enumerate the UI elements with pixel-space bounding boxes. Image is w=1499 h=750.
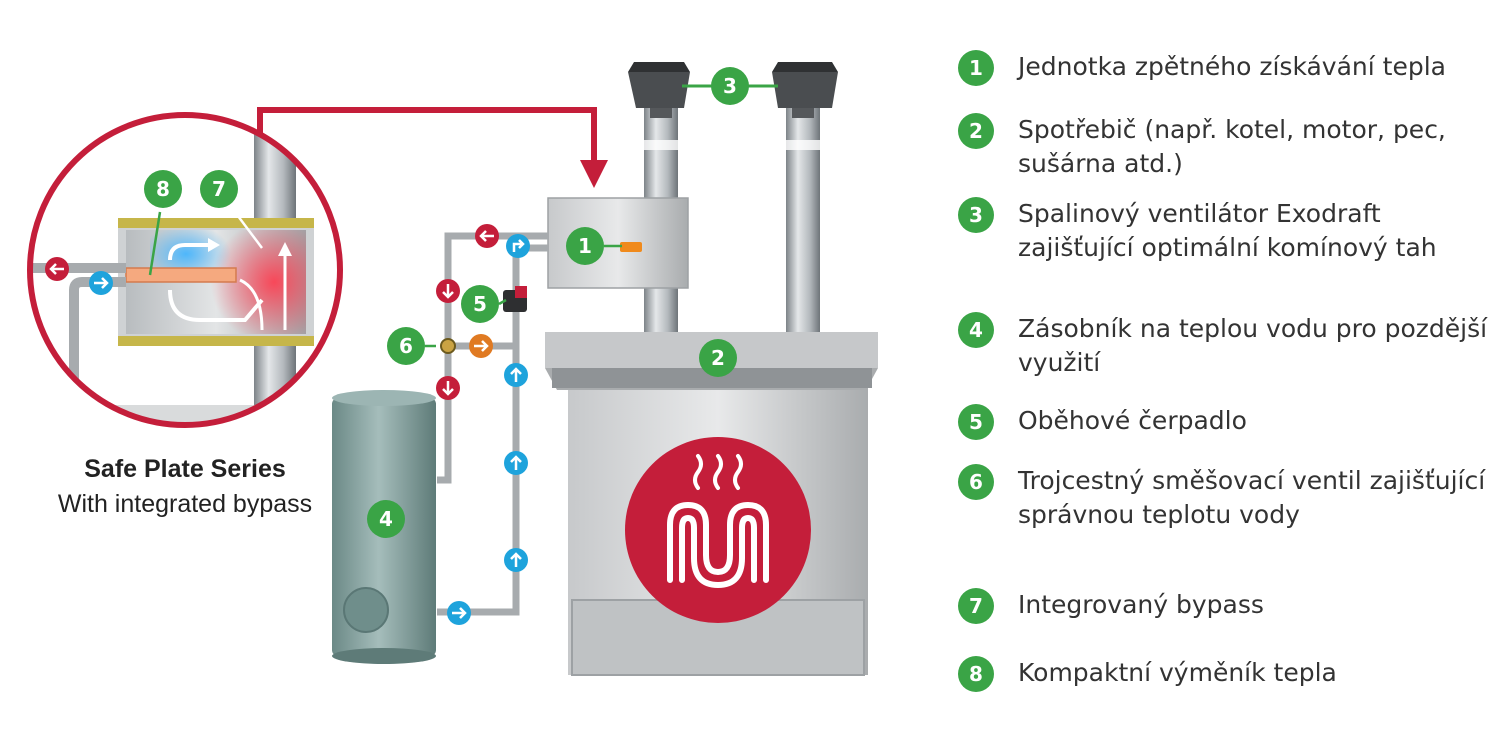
marker-4: 4: [367, 500, 405, 538]
flue-gas-arrowhead: [580, 160, 608, 188]
red-arrow-icon: [436, 279, 460, 303]
blue-arrow-icon: [504, 548, 528, 572]
marker-7: 7: [200, 170, 238, 208]
blue-arrow-icon: [447, 601, 471, 625]
blue-arrow-icon: [89, 271, 113, 295]
legend-text: Spotřebič (např. kotel, motor, pec, sušá…: [1018, 115, 1446, 178]
orange-arrow-icon: [469, 334, 493, 358]
legend-text: Kompaktní výměník tepla: [1018, 658, 1337, 687]
legend-item-2: 2 Spotřebič (např. kotel, motor, pec, su…: [958, 113, 1498, 181]
legend-item-8: 8 Kompaktní výměník tepla: [958, 656, 1498, 692]
marker-3: 3: [711, 67, 749, 105]
legend-text: Zásobník na teplou vodu pro pozdější vyu…: [1018, 314, 1488, 377]
legend-item-4: 4 Zásobník na teplou vodu pro pozdější v…: [958, 312, 1498, 380]
flue-gas-flow-arrow: [257, 107, 597, 170]
blue-arrow-icon: [504, 451, 528, 475]
legend-item-1: 1 Jednotka zpětného získávání tepla: [958, 50, 1498, 86]
legend-badge: 7: [958, 588, 994, 624]
system-diagram: 1 2 3 4 5 6 7 8: [27, 62, 878, 676]
svg-text:4: 4: [379, 507, 393, 531]
legend-text: Spalinový ventilátor Exodraft zajišťujíc…: [1018, 199, 1437, 262]
legend-badge: 2: [958, 113, 994, 149]
legend-text: Trojcestný směšovací ventil zajišťující …: [1018, 466, 1486, 529]
svg-text:1: 1: [578, 234, 592, 258]
legend-badge: 1: [958, 50, 994, 86]
legend-item-3: 3 Spalinový ventilátor Exodraft zajišťuj…: [958, 197, 1498, 265]
heating-coil-icon: [625, 437, 811, 623]
pump-cap: [515, 286, 527, 298]
marker-5: 5: [461, 285, 499, 323]
marker-8: 8: [144, 170, 182, 208]
flow-arrows: [45, 224, 530, 625]
marker-1: 1: [566, 227, 604, 265]
inset-ring: [27, 112, 343, 428]
heating-coil-glyph: [667, 454, 769, 589]
legend-item-7: 7 Integrovaný bypass: [958, 588, 1498, 624]
marker-2: 2: [699, 339, 737, 377]
red-arrow-icon: [45, 257, 69, 281]
legend-item-6: 6 Trojcestný směšovací ventil zajišťujíc…: [958, 464, 1498, 532]
legend-text: Oběhové čerpadlo: [1018, 406, 1247, 435]
svg-text:5: 5: [473, 292, 487, 316]
leader-line: [498, 298, 507, 306]
mixing-valve: [440, 338, 456, 354]
red-arrow-icon: [475, 224, 499, 248]
marker-6: 6: [387, 327, 425, 365]
inset-subtitle: With integrated bypass: [57, 490, 313, 518]
svg-text:7: 7: [212, 177, 226, 201]
svg-text:6: 6: [399, 334, 413, 358]
svg-text:3: 3: [723, 74, 737, 98]
leader-line: [148, 211, 162, 276]
chimney-pipe-right: [786, 100, 820, 332]
pipe-highlight: [644, 140, 678, 150]
legend-text: Jednotka zpětného získávání tepla: [1018, 52, 1446, 81]
legend-badge: 4: [958, 312, 994, 348]
inset-title: Safe Plate Series: [84, 455, 286, 483]
blue-arrow-icon: [504, 363, 528, 387]
legend-text: Integrovaný bypass: [1018, 590, 1264, 619]
pipe-highlight: [786, 140, 820, 150]
blue-arrow-icon: [506, 234, 530, 258]
exhaust-fan-right: [772, 62, 838, 118]
legend-badge: 5: [958, 404, 994, 440]
red-arrow-icon: [436, 376, 460, 400]
inset-detail: [27, 112, 343, 428]
legend-badge: 3: [958, 197, 994, 233]
svg-text:8: 8: [156, 177, 170, 201]
svg-text:2: 2: [711, 346, 725, 370]
legend-badge: 8: [958, 656, 994, 692]
exhaust-fan-left: [628, 62, 690, 118]
legend-item-5: 5 Oběhové čerpadlo: [958, 404, 1498, 440]
leader-line: [225, 199, 263, 249]
legend-badge: 6: [958, 464, 994, 500]
